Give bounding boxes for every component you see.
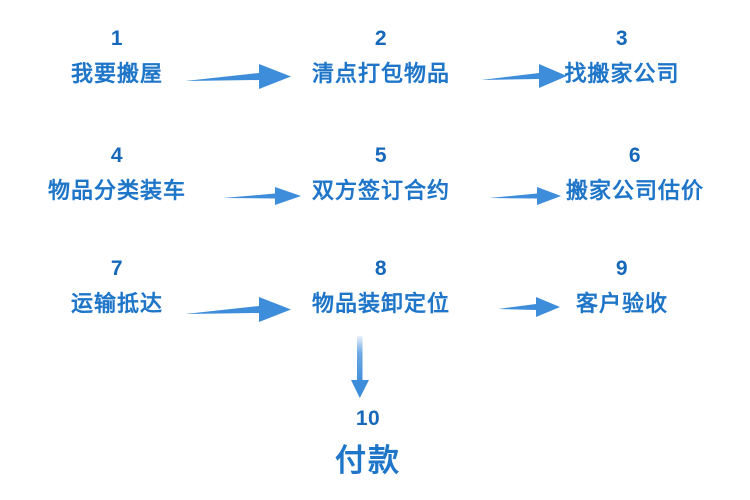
arrow-5-to-6-icon bbox=[489, 187, 561, 205]
step-7-number: 7 bbox=[110, 257, 124, 280]
step-7[interactable]: 7 运输抵达 bbox=[71, 258, 163, 315]
step-5-label: 双方签订合约 bbox=[311, 178, 451, 203]
step-10[interactable]: 10 付款 bbox=[335, 408, 401, 476]
arrow-8-to-9-icon bbox=[498, 297, 560, 317]
step-8-label: 物品装卸定位 bbox=[311, 291, 451, 316]
step-9-label: 客户验收 bbox=[575, 291, 669, 316]
step-6-label: 搬家公司估价 bbox=[565, 178, 705, 203]
arrow-1-to-2-icon bbox=[185, 64, 291, 89]
step-3-number: 3 bbox=[615, 27, 629, 50]
step-8[interactable]: 8 物品装卸定位 bbox=[312, 258, 450, 315]
step-4-number: 4 bbox=[110, 144, 124, 167]
step-2-number: 2 bbox=[374, 27, 388, 50]
step-6-number: 6 bbox=[628, 144, 642, 167]
step-1-label: 我要搬屋 bbox=[70, 61, 164, 86]
arrow-8-to-10-icon bbox=[351, 336, 369, 398]
step-10-number: 10 bbox=[355, 407, 381, 430]
step-2[interactable]: 2 清点打包物品 bbox=[312, 28, 450, 85]
step-2-label: 清点打包物品 bbox=[311, 61, 451, 86]
arrow-2-to-3-icon bbox=[481, 64, 567, 88]
step-5[interactable]: 5 双方签订合约 bbox=[312, 145, 450, 202]
step-10-label: 付款 bbox=[335, 443, 401, 478]
arrow-7-to-8-icon bbox=[185, 297, 291, 322]
step-9-number: 9 bbox=[615, 257, 629, 280]
step-1[interactable]: 1 我要搬屋 bbox=[71, 28, 163, 85]
step-3[interactable]: 3 找搬家公司 bbox=[564, 28, 679, 85]
step-9[interactable]: 9 客户验收 bbox=[576, 258, 668, 315]
step-1-number: 1 bbox=[110, 27, 124, 50]
arrow-4-to-5-icon bbox=[223, 187, 301, 205]
step-3-label: 找搬家公司 bbox=[564, 61, 680, 86]
step-5-number: 5 bbox=[374, 144, 388, 167]
step-4-label: 物品分类装车 bbox=[47, 178, 187, 203]
step-7-label: 运输抵达 bbox=[70, 291, 164, 316]
step-4[interactable]: 4 物品分类装车 bbox=[48, 145, 186, 202]
step-6[interactable]: 6 搬家公司估价 bbox=[566, 145, 704, 202]
step-8-number: 8 bbox=[374, 257, 388, 280]
